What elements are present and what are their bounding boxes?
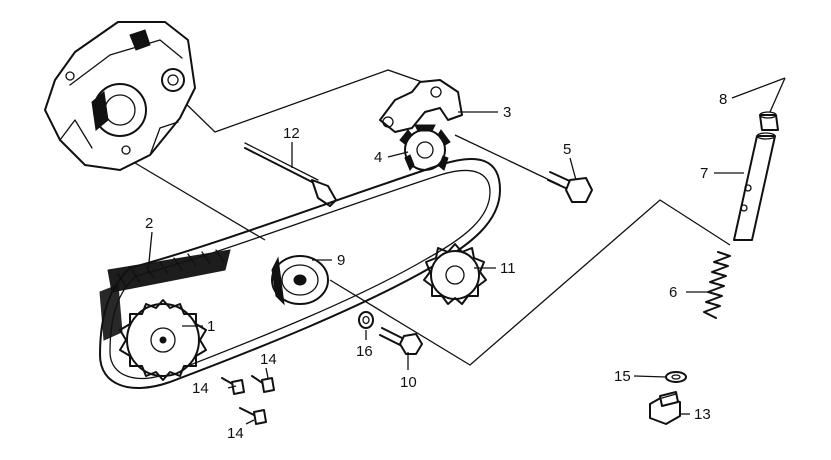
callout-11: 11 (500, 260, 516, 277)
part-16-washer (358, 311, 374, 329)
callout-4: 4 (374, 149, 382, 166)
callout-8: 8 (719, 91, 727, 108)
part-5-bolt (547, 171, 593, 203)
callout-13: 13 (694, 406, 711, 423)
callout-9: 9 (337, 252, 345, 269)
part-11-sprocket (423, 243, 487, 305)
callout-6: 6 (669, 284, 677, 301)
part-3-bracket (379, 79, 463, 133)
callout-16: 16 (356, 343, 373, 360)
crankcase-half (44, 21, 196, 171)
callout-14-lower: 14 (227, 425, 244, 442)
callout-14-upper: 14 (260, 351, 277, 368)
part-6-spring (703, 251, 731, 319)
callout-10: 10 (400, 374, 417, 391)
part-9-idler-roller (271, 255, 329, 306)
callout-15: 15 (614, 368, 631, 385)
callout-14-left: 14 (192, 380, 209, 397)
callout-12: 12 (283, 125, 300, 142)
part-8-cap (759, 111, 779, 131)
assembly-guide-lines (129, 69, 731, 366)
callout-5: 5 (563, 141, 571, 158)
part-10-bolt (379, 327, 423, 355)
leader-lines (147, 77, 786, 425)
callout-2: 2 (145, 215, 153, 232)
part-13-plug-bolt (649, 391, 681, 425)
part-1-drive-sprocket (119, 299, 207, 381)
callout-3: 3 (503, 104, 511, 121)
callout-7: 7 (700, 165, 708, 182)
part-2-cam-chain (99, 157, 501, 389)
part-14-bolts (221, 375, 275, 425)
part-15-washer (665, 371, 687, 383)
part-12-rod (244, 142, 337, 207)
callout-labels: 1 2 3 4 5 6 7 8 9 10 11 12 13 14 14 14 1… (145, 91, 727, 442)
part-7-tube (733, 132, 776, 241)
callout-1: 1 (207, 318, 215, 335)
